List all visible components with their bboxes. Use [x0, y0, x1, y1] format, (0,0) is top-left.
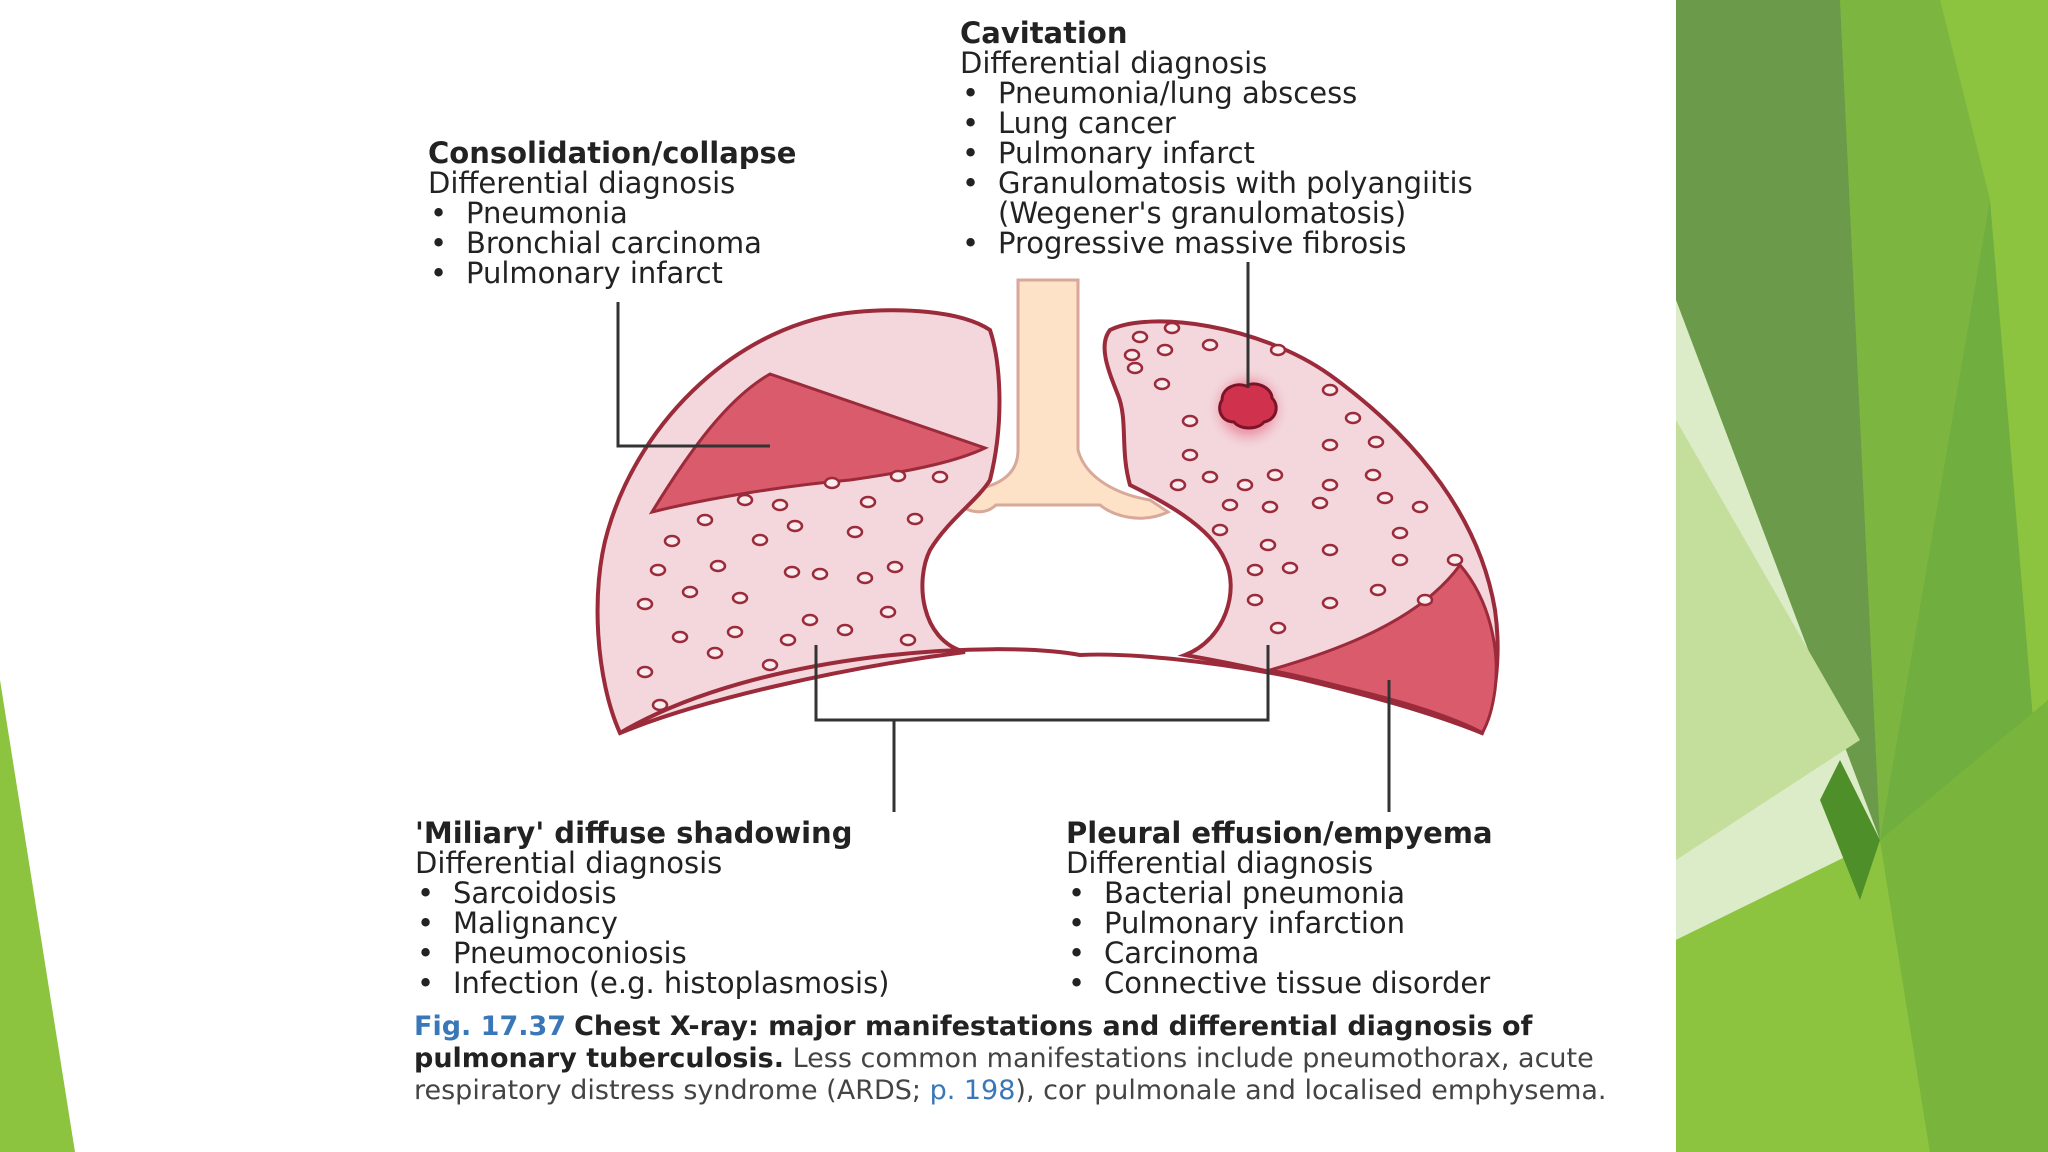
right-facet-mid	[1840, 0, 1990, 840]
right-facet-low	[1676, 840, 1930, 1152]
list-item: Carcinoma	[1066, 938, 1493, 968]
cavitation-lesion	[1218, 382, 1278, 430]
figure-number: Fig. 17.37	[414, 1011, 567, 1042]
cavitation-label: Cavitation Differential diagnosis Pneumo…	[960, 18, 1473, 258]
miliary-heading: 'Miliary' diffuse shadowing	[415, 816, 853, 850]
list-item: Pulmonary infarct	[428, 258, 796, 288]
diaphragm-line	[618, 647, 1483, 735]
trachea	[952, 278, 1172, 520]
miliary-label: 'Miliary' diffuse shadowing Differential…	[415, 818, 890, 998]
list-item: Progressive massive fibrosis	[960, 228, 1473, 258]
list-item: Pneumoconiosis	[415, 938, 890, 968]
list-item: Pulmonary infarction	[1066, 908, 1493, 938]
consolidation-heading: Consolidation/collapse	[428, 136, 797, 170]
consolidation-zone	[648, 372, 989, 515]
caption-text-end: ), cor pulmonale and localised emphysema…	[1015, 1075, 1607, 1106]
list-item: Granulomatosis with polyangiitis(Wegener…	[960, 168, 1473, 228]
list-item-continuation: (Wegener's granulomatosis)	[998, 196, 1407, 230]
miliary-nodules-right	[636, 469, 949, 712]
right-facet-light	[1676, 420, 1860, 860]
list-item: Pulmonary infarct	[960, 138, 1473, 168]
pleural-subheading: Differential diagnosis	[1066, 846, 1374, 880]
miliary-leader	[814, 645, 1270, 722]
consolidation-leader	[616, 302, 770, 448]
leader-lines	[616, 262, 1391, 812]
pleural-list: Bacterial pneumonia Pulmonary infarction…	[1066, 878, 1493, 998]
pleural-heading: Pleural effusion/empyema	[1066, 816, 1493, 850]
pleural-label: Pleural effusion/empyema Differential di…	[1066, 818, 1493, 998]
right-facet-bright	[1940, 0, 2048, 900]
miliary-nodules-left	[1123, 321, 1464, 635]
caption-text: Less common manifestations include pneum…	[414, 1043, 1594, 1106]
list-item: Infection (e.g. histoplasmosis)	[415, 968, 890, 998]
cavitation-heading: Cavitation	[960, 16, 1128, 50]
consolidation-label: Consolidation/collapse Differential diag…	[428, 138, 796, 288]
figure-title: Chest X-ray: major manifestations and di…	[414, 1011, 1533, 1074]
left-green-strip	[0, 680, 75, 1152]
cavitation-subheading: Differential diagnosis	[960, 46, 1268, 80]
right-facet-lower	[1880, 700, 2048, 1152]
cavitation-list: Pneumonia/lung abscess Lung cancer Pulmo…	[960, 78, 1473, 258]
list-item: Pneumonia	[428, 198, 796, 228]
consolidation-subheading: Differential diagnosis	[428, 166, 736, 200]
page-reference-link[interactable]: p. 198	[929, 1075, 1016, 1106]
list-item: Sarcoidosis	[415, 878, 890, 908]
consolidation-list: Pneumonia Bronchial carcinoma Pulmonary …	[428, 198, 796, 288]
list-item: Malignancy	[415, 908, 890, 938]
right-facet-dark	[1676, 0, 1880, 840]
list-item: Bronchial carcinoma	[428, 228, 796, 258]
miliary-subheading: Differential diagnosis	[415, 846, 723, 880]
list-item: Lung cancer	[960, 108, 1473, 138]
miliary-list: Sarcoidosis Malignancy Pneumoconiosis In…	[415, 878, 890, 998]
list-item: Bacterial pneumonia	[1066, 878, 1493, 908]
right-facet-accent	[1820, 760, 1880, 900]
list-item: Connective tissue disorder	[1066, 968, 1493, 998]
list-item: Pneumonia/lung abscess	[960, 78, 1473, 108]
